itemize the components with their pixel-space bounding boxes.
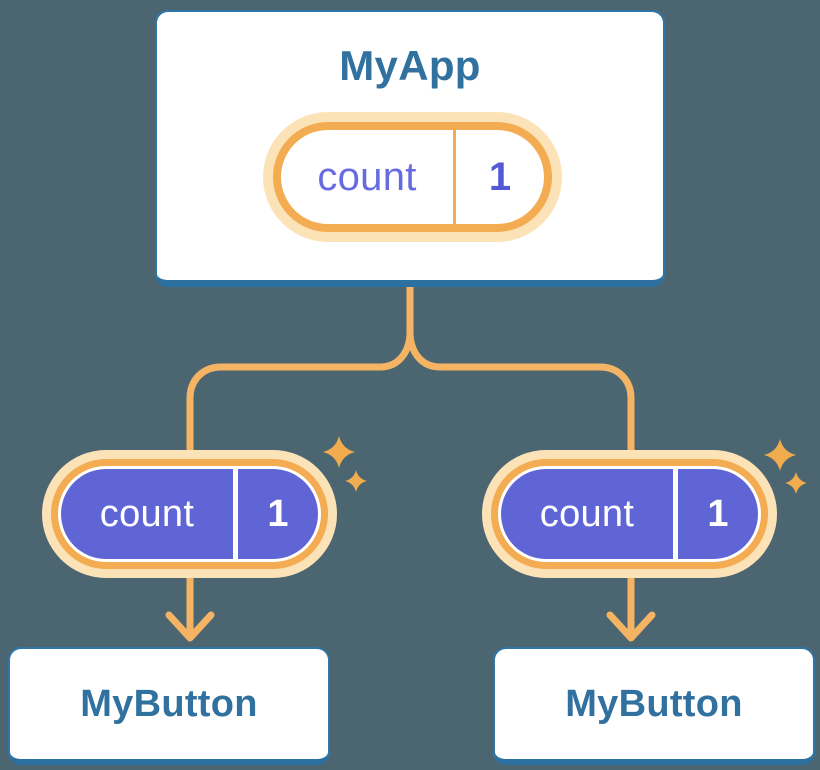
mybutton-card-right: MyButton <box>493 647 815 765</box>
sparkle-icon <box>764 439 796 471</box>
state-label: count <box>501 469 678 559</box>
right-state-pill-body: count 1 <box>501 469 758 559</box>
state-value: 1 <box>267 492 289 535</box>
mybutton-title: MyButton <box>80 682 258 725</box>
left-state-pill: count 1 <box>42 450 337 578</box>
sparkle-icon <box>785 472 807 494</box>
sparkle-icon <box>323 436 355 468</box>
right-state-pill: count 1 <box>482 450 777 578</box>
myapp-title: MyApp <box>339 42 481 89</box>
mybutton-title: MyButton <box>565 682 743 725</box>
left-state-pill-ring: count 1 <box>51 459 328 569</box>
tree-branch-left-line <box>186 278 414 457</box>
state-label: count <box>61 469 238 559</box>
arrow-right-head-icon <box>606 611 656 642</box>
root-state-pill: count 1 <box>263 112 562 242</box>
state-value: 1 <box>488 154 512 199</box>
left-state-pill-body: count 1 <box>61 469 318 559</box>
right-state-pill-ring: count 1 <box>491 459 768 569</box>
mybutton-card-left: MyButton <box>8 647 330 765</box>
root-state-pill-body: count 1 <box>273 122 552 232</box>
state-value: 1 <box>707 492 729 535</box>
sparkle-icon <box>345 470 367 492</box>
tree-branch-right-line <box>406 278 635 457</box>
arrow-left-head-icon <box>165 611 215 642</box>
state-label: count <box>281 130 456 224</box>
